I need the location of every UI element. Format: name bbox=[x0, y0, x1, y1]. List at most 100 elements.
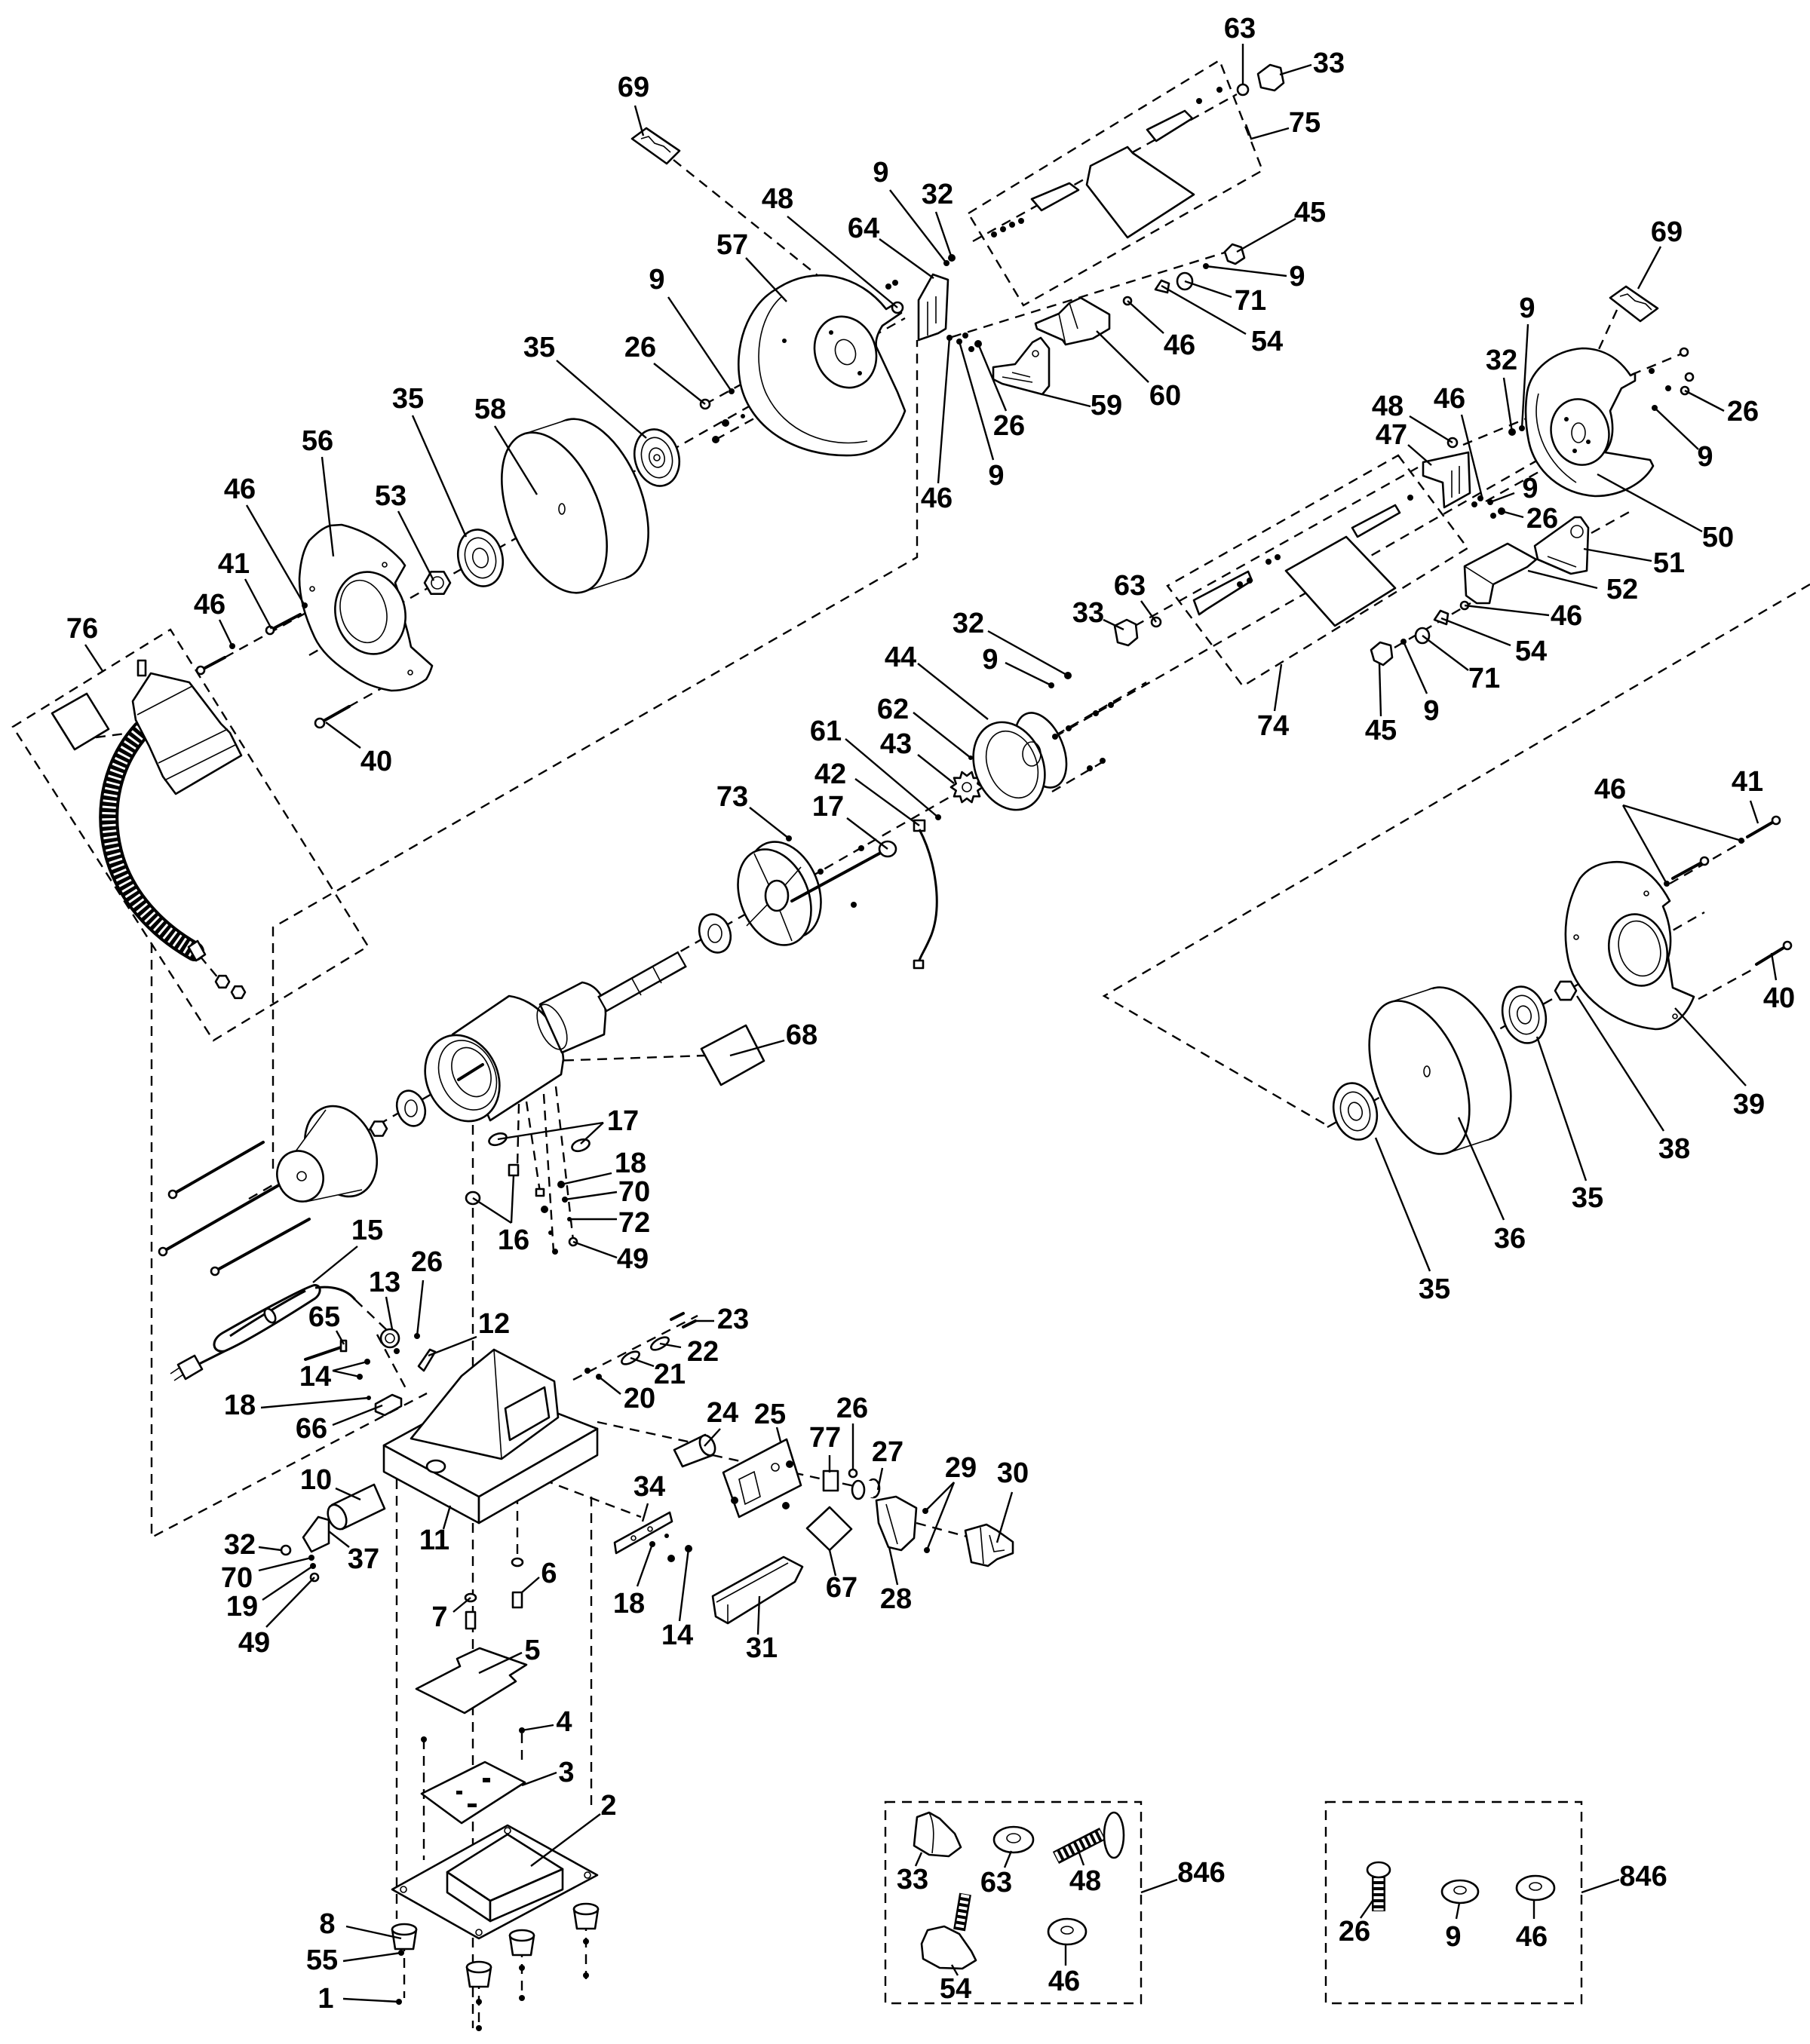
screw bbox=[548, 1230, 553, 1235]
kit-knob-33 bbox=[913, 1811, 962, 1858]
assembly-line bbox=[1698, 966, 1757, 1001]
bolt-head bbox=[195, 665, 206, 676]
plate-hole bbox=[584, 1871, 591, 1879]
callout-right-wheel: 39 bbox=[1733, 1089, 1765, 1120]
flange-ring bbox=[464, 537, 497, 579]
callout-base: 2 bbox=[600, 1790, 616, 1822]
callout-left-wheel: 46 bbox=[224, 473, 256, 505]
callout-motor: 42 bbox=[814, 758, 846, 790]
assembly-line bbox=[1485, 462, 1554, 503]
left-wheel-assembly bbox=[195, 127, 956, 729]
cord-tie bbox=[263, 1307, 277, 1324]
label-plate-symbol bbox=[640, 136, 671, 153]
washer-63 bbox=[1236, 83, 1250, 97]
callout-motor: 17 bbox=[812, 791, 844, 823]
tool-rest-edge bbox=[1464, 565, 1494, 585]
assembly-line bbox=[199, 955, 219, 979]
knob-33 bbox=[1256, 63, 1285, 92]
capacitor-end bbox=[698, 1434, 716, 1457]
leader-line bbox=[876, 1467, 884, 1491]
callout-lamp: 76 bbox=[66, 613, 98, 645]
callout-right-wheel: 36 bbox=[1494, 1223, 1526, 1255]
leader-line bbox=[572, 1240, 618, 1259]
leader-line bbox=[879, 238, 934, 279]
housing-window bbox=[504, 1386, 551, 1442]
callout-left-wheel: 57 bbox=[716, 229, 748, 261]
assembly-line bbox=[1102, 583, 1810, 1128]
leader-line bbox=[787, 216, 898, 308]
assembly-line bbox=[554, 1086, 575, 1241]
callout-left-wheel: 46 bbox=[194, 589, 225, 621]
guard-hole bbox=[1586, 440, 1591, 444]
kit-item-label: 46 bbox=[1048, 1966, 1080, 1997]
bracket-slot bbox=[1002, 376, 1033, 383]
callout-base: 34 bbox=[634, 1471, 665, 1503]
nut-32 bbox=[280, 1544, 292, 1556]
leader-line bbox=[258, 1546, 282, 1552]
end-bell-hub bbox=[1022, 741, 1042, 767]
knob-33 bbox=[1113, 618, 1139, 647]
leader-line bbox=[332, 1404, 383, 1427]
screw bbox=[1265, 559, 1272, 565]
wheel-edge bbox=[1390, 988, 1433, 1003]
lamp-band bbox=[137, 685, 193, 716]
nut bbox=[885, 283, 891, 290]
grommet-17 bbox=[571, 1138, 591, 1153]
end-bell-inner bbox=[985, 730, 1039, 799]
callout-base: 22 bbox=[687, 1336, 719, 1368]
screw bbox=[851, 902, 857, 908]
grommet-6 bbox=[511, 1557, 524, 1567]
leader-line bbox=[1205, 265, 1287, 277]
screw bbox=[519, 1995, 525, 2001]
callout-left-wheel: 53 bbox=[375, 480, 406, 512]
callout-motor: 72 bbox=[618, 1207, 650, 1239]
screw bbox=[1000, 226, 1006, 232]
leader-line bbox=[1622, 804, 1742, 842]
inner-wheel-guard bbox=[738, 274, 907, 457]
callout-base: 65 bbox=[308, 1301, 340, 1333]
flange-ring bbox=[640, 437, 673, 479]
stator-housing bbox=[424, 994, 565, 1123]
nut-hex bbox=[423, 570, 452, 596]
tool-rest-outline bbox=[1034, 296, 1111, 346]
callout-eye-shield-right: 63 bbox=[1114, 570, 1146, 602]
wheel-flange-outer bbox=[634, 428, 680, 487]
callout-left-tool-rest: 59 bbox=[1091, 390, 1122, 421]
lamp-band bbox=[158, 728, 229, 764]
leader-line bbox=[260, 1396, 370, 1409]
assembly-line bbox=[376, 1334, 409, 1392]
callout-right-guard: 47 bbox=[1376, 419, 1407, 451]
leader-line bbox=[521, 1577, 540, 1593]
leader-line bbox=[958, 341, 995, 461]
bolt-head bbox=[1699, 856, 1710, 866]
tie-rod bbox=[161, 1179, 288, 1253]
leader-line bbox=[521, 1771, 557, 1787]
leader-line bbox=[428, 1335, 477, 1357]
kit-washer-46-hole bbox=[1529, 1882, 1542, 1891]
kit-washer-46 bbox=[1515, 1874, 1556, 1902]
leader-line bbox=[1236, 217, 1296, 253]
leader-line bbox=[478, 1651, 523, 1675]
screw bbox=[858, 845, 864, 851]
rotor-ring bbox=[536, 1004, 568, 1050]
washer bbox=[741, 414, 745, 418]
base-housing-11 bbox=[382, 1348, 599, 1525]
callout-right-guard: 26 bbox=[1727, 396, 1759, 427]
leader-line bbox=[510, 1175, 515, 1224]
guard-hub-hole bbox=[834, 339, 857, 366]
label-plate-outline bbox=[1609, 285, 1659, 323]
plate-hole bbox=[771, 1463, 780, 1472]
callout-eye-shield-left: 75 bbox=[1289, 107, 1321, 139]
callout-motor: 68 bbox=[786, 1019, 818, 1051]
switch-housing-28 bbox=[875, 1495, 918, 1552]
tool-rest-edge bbox=[1058, 313, 1066, 345]
power-cord-15 bbox=[170, 1284, 357, 1381]
leader-line bbox=[1527, 569, 1598, 590]
screw bbox=[1679, 347, 1689, 357]
leader-line bbox=[745, 257, 787, 302]
callout-motor: 18 bbox=[615, 1148, 646, 1179]
leader-lines bbox=[84, 44, 1778, 2003]
callout-base: 23 bbox=[717, 1304, 749, 1335]
tool-rest-bracket-51 bbox=[1533, 516, 1590, 575]
